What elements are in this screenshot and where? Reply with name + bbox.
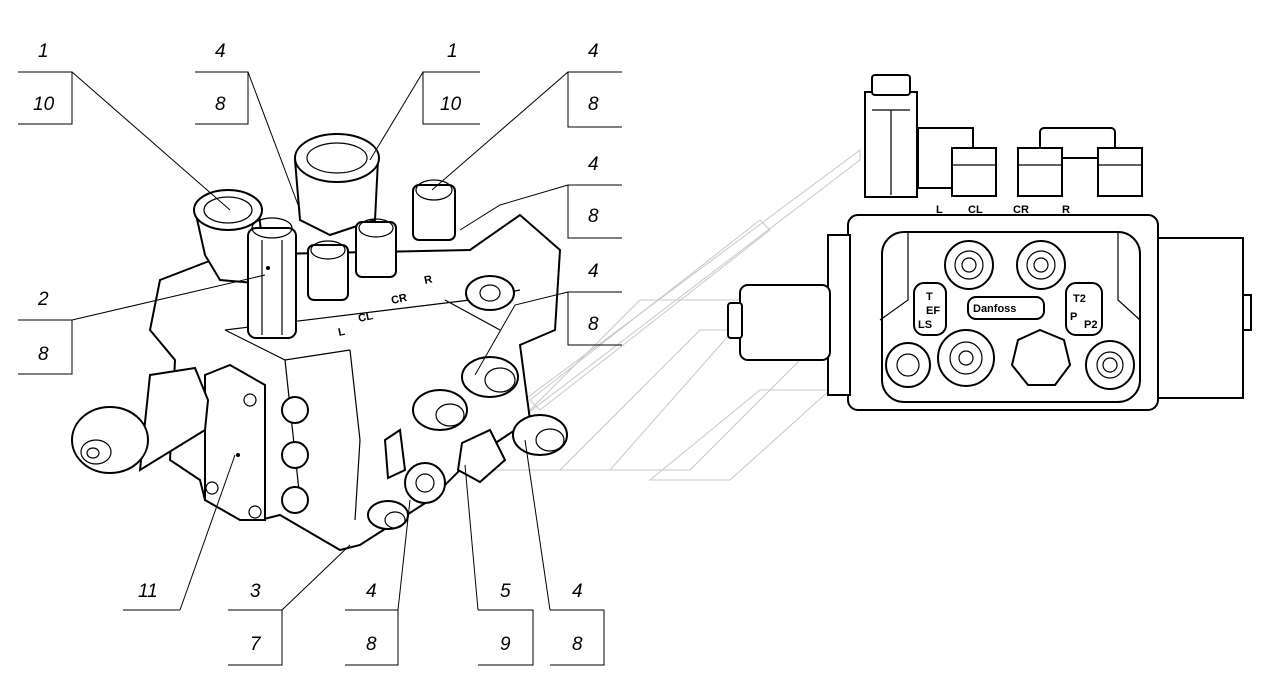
side-label-ls: LS <box>918 319 932 331</box>
callout-bottom-number: 10 <box>33 94 55 115</box>
callout-bottom-number: 8 <box>366 634 377 655</box>
callout-top-number: 1 <box>38 41 49 62</box>
callout-bottom-number: 7 <box>250 634 262 655</box>
port-label-cl: CL <box>357 310 374 325</box>
port-label-cl: CL <box>968 204 983 216</box>
callout-11: 5 9 <box>478 581 534 666</box>
port-label-r: R <box>423 274 433 287</box>
front-coil <box>739 284 831 361</box>
callout-top-number: 1 <box>447 41 458 62</box>
callout-leaders <box>71 71 569 611</box>
callout-bottom-number: 8 <box>588 94 599 115</box>
callout-top-number: 2 <box>37 289 49 310</box>
port-label-l: L <box>936 204 943 216</box>
solenoid-block <box>204 363 266 521</box>
right-view-port-labels: L CL CR R T EF LS T2 P P2 Danfoss <box>918 204 1097 331</box>
callout-2: 4 8 <box>195 41 249 125</box>
callout-bottom-number: 8 <box>215 94 226 115</box>
callout-3: 1 10 <box>422 41 480 125</box>
callout-5: 4 8 <box>567 154 622 239</box>
callout-7: 2 8 <box>18 289 73 375</box>
callout-top-number: 5 <box>500 581 511 602</box>
callout-bottom-number: 8 <box>572 634 583 655</box>
isometric-valve-view <box>71 133 568 552</box>
coil-end-cap <box>71 406 149 474</box>
callout-bottom-number: 9 <box>500 634 511 655</box>
port-label-cr: CR <box>390 292 408 307</box>
side-label-p2: P2 <box>1084 319 1097 331</box>
callout-bottom-number: 10 <box>440 94 462 115</box>
callout-top-number: 4 <box>588 41 599 62</box>
callout-bottom-number: 8 <box>588 206 599 227</box>
side-label-p: P <box>1070 311 1077 323</box>
callout-bottom-number: 8 <box>588 314 599 335</box>
callout-8: 11 <box>123 581 180 611</box>
callout-4: 4 8 <box>567 41 622 128</box>
callout-top-number: 4 <box>215 41 226 62</box>
callout-6: 4 8 <box>567 261 622 346</box>
brand-label: Danfoss <box>973 303 1016 315</box>
port-label-r: R <box>1062 204 1070 216</box>
callout-9: 3 7 <box>228 581 283 666</box>
callout-top-number: 4 <box>366 581 377 602</box>
port-label-cr: CR <box>1013 204 1029 216</box>
callout-top-number: 11 <box>138 581 158 602</box>
callout-12: 4 8 <box>550 581 605 666</box>
callout-top-number: 3 <box>250 581 261 602</box>
left-view-port-labels: L CL CR R <box>337 274 433 339</box>
callout-bottom-number: 8 <box>38 344 49 365</box>
side-label-ef: EF <box>926 305 940 317</box>
side-label-t2: T2 <box>1073 293 1086 305</box>
port-label-l: L <box>337 326 346 339</box>
side-label-t: T <box>926 291 933 303</box>
callout-top-number: 4 <box>588 154 599 175</box>
callout-1: 1 10 <box>18 41 73 125</box>
vertical-fitting <box>247 227 297 339</box>
front-valve-view <box>727 74 1252 411</box>
callout-top-number: 4 <box>588 261 599 282</box>
callout-10: 4 8 <box>345 581 399 666</box>
callout-top-number: 4 <box>572 581 583 602</box>
